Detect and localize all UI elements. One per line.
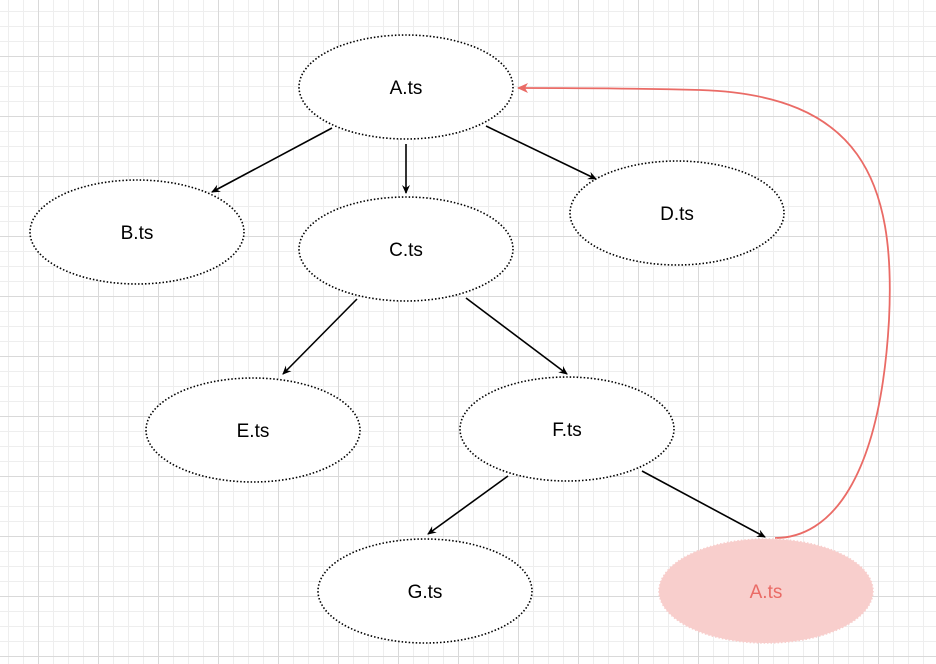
edges: [211, 83, 891, 539]
node-e[interactable]: E.ts: [145, 377, 361, 483]
node-g-label: G.ts: [408, 582, 443, 603]
node-c[interactable]: C.ts: [298, 196, 514, 302]
node-a-top[interactable]: A.ts: [298, 34, 514, 140]
edge-f-to-a-cycle: [641, 470, 766, 538]
node-g[interactable]: G.ts: [317, 538, 533, 644]
node-a-cycle-label: A.ts: [750, 582, 783, 603]
node-f-label: F.ts: [552, 420, 582, 441]
node-b[interactable]: B.ts: [29, 179, 245, 285]
edge-a-to-b: [211, 127, 333, 193]
node-d[interactable]: D.ts: [569, 160, 785, 266]
node-f[interactable]: F.ts: [459, 376, 675, 482]
node-e-label: E.ts: [237, 421, 270, 442]
edge-c-to-f: [465, 297, 568, 375]
node-b-label: B.ts: [121, 223, 154, 244]
node-a-cycle[interactable]: A.ts: [658, 538, 874, 644]
edge-a-to-d: [485, 125, 597, 180]
node-d-label: D.ts: [660, 204, 694, 225]
edge-f-to-g: [427, 475, 509, 535]
node-a-top-label: A.ts: [390, 78, 423, 99]
edge-cycle-back-to-a: [517, 83, 891, 539]
node-c-label: C.ts: [389, 240, 423, 261]
edge-c-to-e: [282, 298, 358, 375]
